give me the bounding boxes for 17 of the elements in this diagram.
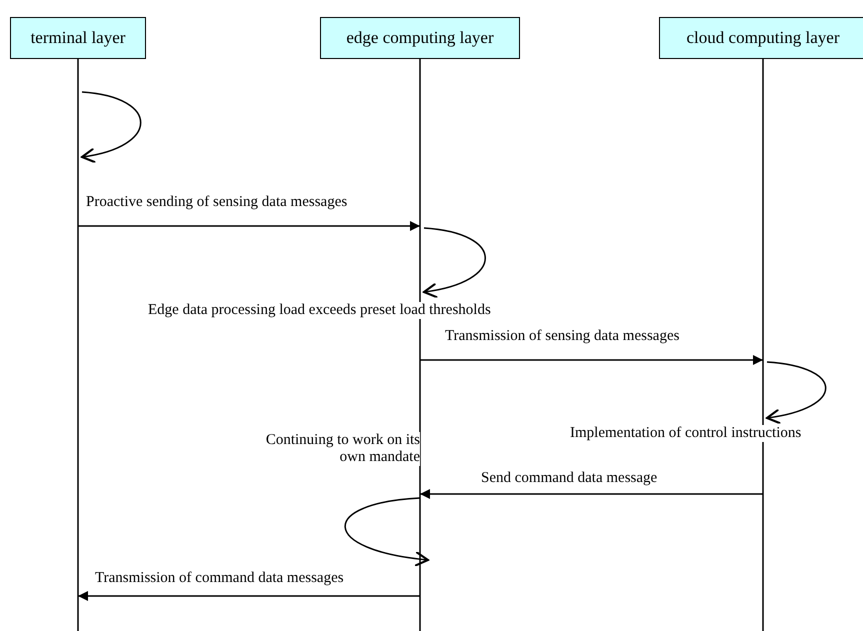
self-message-arrow xyxy=(422,227,486,298)
self-message-arrow xyxy=(766,361,826,424)
edge-label: Transmission of command data messages xyxy=(95,570,344,587)
edge-label: Transmission of sensing data messages xyxy=(445,328,680,345)
lifeline-header: edge computing layer xyxy=(320,17,520,59)
message-arrow xyxy=(78,591,420,601)
message-arrow xyxy=(78,221,420,231)
message-arrow xyxy=(420,355,763,365)
edge-label: Implementation of control instructions xyxy=(570,425,802,442)
lifeline-header: cloud computing layer xyxy=(659,17,863,59)
self-message-arrow xyxy=(344,497,430,566)
edge-label: Proactive sending of sensing data messages xyxy=(86,194,348,211)
edge-label: Edge data processing load exceeds preset load thresholds xyxy=(148,302,491,319)
message-arrow xyxy=(420,489,763,499)
self-message-arrow xyxy=(80,91,142,163)
edge-label: Send command data message xyxy=(481,470,658,487)
lifeline-header: terminal layer xyxy=(10,17,146,59)
